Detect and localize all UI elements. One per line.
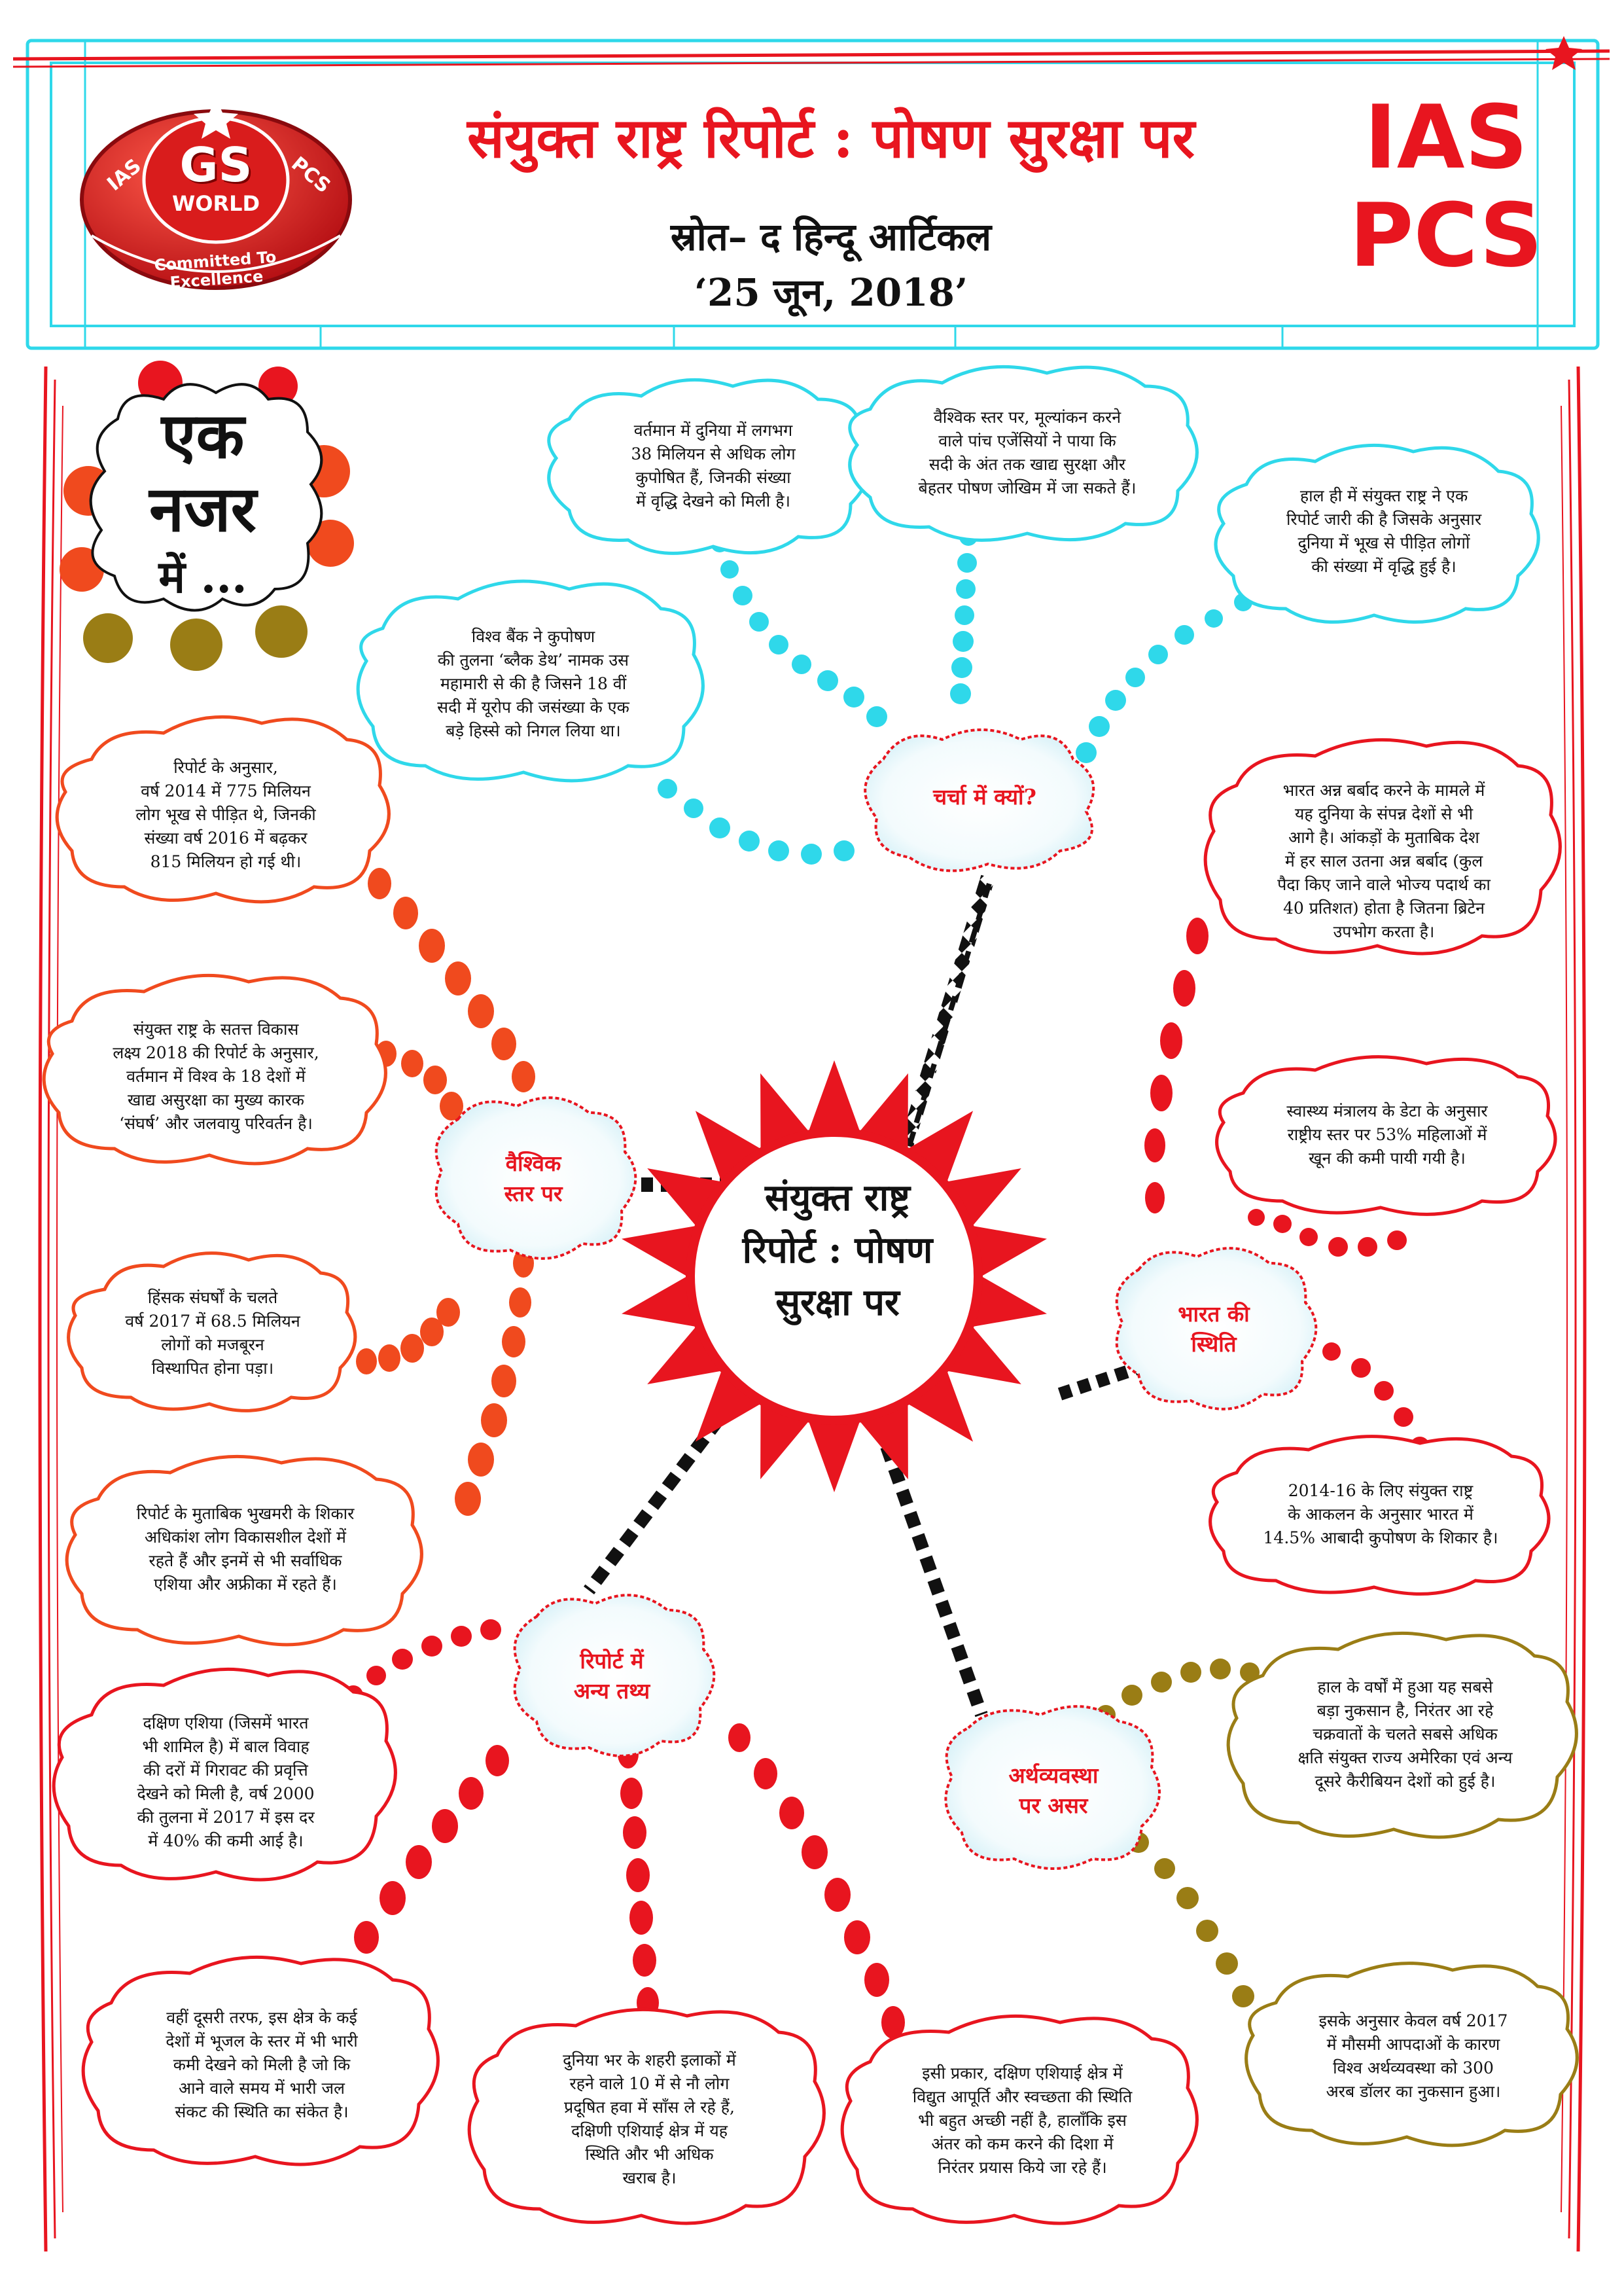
gs-world-logo — [80, 98, 352, 290]
chain-to-facts — [584, 1396, 738, 1595]
right-border-decoration — [1561, 366, 1587, 2252]
hub-india-line1: भारत की — [1178, 1301, 1250, 1327]
exam-badge-line2: PCS — [1349, 185, 1543, 287]
note-cloud-global-2 — [42, 973, 387, 1166]
connector-why-1 — [711, 534, 887, 727]
hub-global — [434, 1096, 637, 1260]
note-cloud-why-4 — [356, 579, 705, 783]
connector-why-2 — [950, 528, 978, 704]
connector-global-4 — [455, 1249, 534, 1516]
hub-india-line2: स्थिति — [1191, 1331, 1237, 1357]
connector-global-2 — [376, 1041, 463, 1121]
hub-economy — [944, 1705, 1161, 1870]
exam-badge: IAS PCS — [1335, 88, 1557, 285]
note-cloud-global-3 — [67, 1251, 357, 1412]
note-why-2: वैश्विक स्तर पर, मूल्यांकन करनेवाले पांच… — [918, 408, 1137, 497]
hub-facts-line2: अन्य तथ्य — [573, 1678, 650, 1704]
connector-india-2 — [1248, 1209, 1407, 1257]
hub-india — [1115, 1247, 1318, 1410]
connector-global-1 — [368, 868, 535, 1092]
hub-why-label: चर्चा में क्यों? — [933, 784, 1036, 810]
hub-economy-line1: अर्थव्यवस्था — [1008, 1763, 1099, 1788]
glance-cloud — [60, 361, 354, 671]
chain-to-economy — [880, 1444, 988, 1717]
logo-star-icon — [194, 98, 238, 139]
chain-to-india — [1057, 1361, 1141, 1401]
note-global-3: हिंसक संघर्षों के चलतेवर्ष 2017 में 68.5… — [125, 1288, 300, 1378]
connector-global-3 — [356, 1298, 460, 1374]
hub-economy-label: अर्थव्यवस्था पर असर — [952, 1761, 1155, 1821]
note-cloud-facts-1 — [52, 1667, 397, 1882]
hub-global-line1: वैश्विक — [505, 1151, 561, 1176]
center-line1: संयुक्त राष्ट्र — [765, 1176, 910, 1219]
chain-to-why — [899, 874, 995, 1148]
hub-why — [864, 728, 1095, 872]
center-sun — [622, 1060, 1047, 1492]
note-cloud-economy-2 — [1244, 1962, 1579, 2147]
hub-facts-line1: रिपोर्ट में — [580, 1648, 644, 1674]
glance-label: एक नजर में ... — [105, 399, 301, 609]
center-line2: रिपोर्ट : पोषण — [742, 1229, 933, 1272]
note-facts-4: इसी प्रकार, दक्षिण एशियाई क्षेत्र मेंविद… — [912, 2064, 1133, 2177]
note-cloud-india-3 — [1209, 1435, 1551, 1596]
note-global-1: रिपोर्ट के अनुसार,वर्ष 2014 में 775 मिलि… — [135, 758, 316, 871]
center-line3: सुरक्षा पर — [775, 1281, 900, 1324]
hub-economy-line2: पर असर — [1019, 1793, 1088, 1818]
page-title: संयुक्त राष्ट्र रिपोर्ट : पोषण सुरक्षा प… — [467, 105, 1195, 170]
note-cloud-facts-3 — [467, 2007, 826, 2225]
connector-facts-4 — [728, 1723, 905, 2039]
date-line: ‘25 जून, 2018’ — [694, 270, 968, 315]
note-cloud-global-4 — [65, 1454, 423, 1647]
hub-india-label: भारत की स्थिति — [1119, 1299, 1309, 1359]
header-frame — [12, 36, 1610, 350]
hub-global-line2: स्तर पर — [504, 1181, 563, 1206]
glance-line1: एक — [161, 399, 245, 473]
source-line: स्रोत– द हिन्दू आर्टिकल — [670, 215, 992, 259]
note-cloud-india-1 — [1203, 738, 1562, 956]
connector-why-4 — [658, 779, 855, 865]
note-india-1: भारत अन्न बर्बाद करने के मामले मेंयह दुन… — [1277, 781, 1491, 941]
note-cloud-facts-2 — [81, 1955, 440, 2166]
exam-badge-line1: IAS — [1364, 86, 1528, 188]
center-topic: संयुक्त राष्ट्र रिपोर्ट : पोषण सुरक्षा प… — [707, 1172, 968, 1329]
logo-sub-text: WORLD — [171, 191, 260, 216]
note-cloud-global-1 — [55, 715, 391, 904]
note-economy-1: हाल के वर्षों में हुआ यह सबसेबड़ा नुकसान… — [1297, 1677, 1513, 1791]
connector-facts-1 — [344, 1619, 501, 1705]
note-cloud-why-1 — [547, 378, 872, 555]
connector-facts-3 — [618, 1740, 659, 2018]
glance-line2: नजर — [149, 472, 256, 546]
glance-line3: में ... — [158, 551, 247, 603]
note-cloud-why-2 — [848, 365, 1199, 542]
note-cloud-why-3 — [1214, 443, 1540, 624]
hub-facts — [513, 1594, 716, 1757]
note-facts-3: दुनिया भर के शहरी इलाकों मेंरहने वाले 10… — [563, 2051, 736, 2187]
hub-global-label: वैश्विक स्तर पर — [438, 1149, 628, 1209]
note-cloud-facts-4 — [840, 2014, 1199, 2225]
note-cloud-india-2 — [1215, 1055, 1557, 1216]
connector-india-1 — [1144, 918, 1209, 1213]
left-border-decoration — [38, 366, 63, 2252]
connector-why-3 — [1076, 593, 1252, 763]
hub-facts-label: रिपोर्ट में अन्य तथ्य — [517, 1646, 707, 1706]
note-cloud-economy-1 — [1226, 1631, 1578, 1839]
logo-main-text: GS — [179, 137, 253, 192]
